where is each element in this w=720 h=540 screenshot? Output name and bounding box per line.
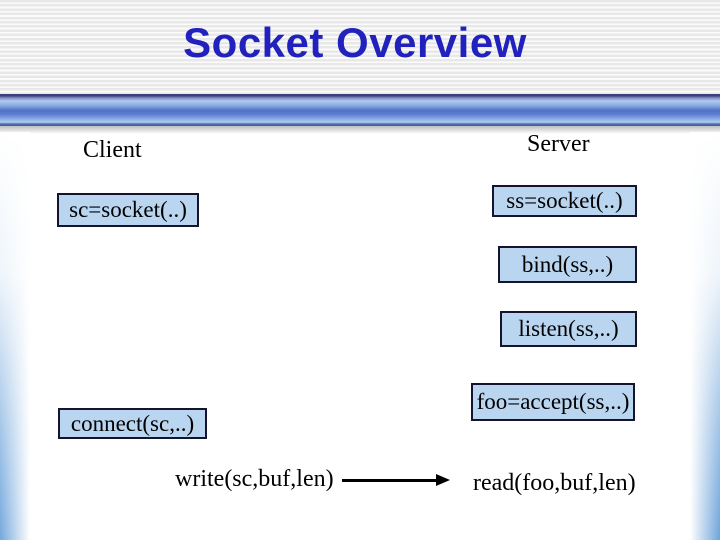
client-write-call: write(sc,buf,len) (175, 466, 334, 492)
write-read-arrow-line (342, 479, 438, 482)
pinstripe-header (0, 0, 720, 94)
right-edge-gradient (690, 132, 720, 540)
server-listen-box: listen(ss,..) (500, 311, 637, 347)
left-edge-gradient (0, 132, 30, 540)
client-socket-box: sc=socket(..) (57, 193, 199, 227)
server-bind-box: bind(ss,..) (498, 246, 637, 283)
title-divider-bar (0, 94, 720, 126)
title-bar-shadow (0, 126, 720, 134)
server-socket-box: ss=socket(..) (492, 185, 637, 217)
client-column-label: Client (83, 137, 142, 163)
client-connect-box: connect(sc,..) (58, 408, 207, 439)
write-read-arrow-head-icon (436, 474, 450, 486)
server-accept-box: foo=accept(ss,..) (471, 383, 635, 421)
server-column-label: Server (527, 131, 590, 157)
page-title: Socket Overview (183, 19, 527, 66)
server-read-call: read(foo,buf,len) (473, 470, 636, 496)
